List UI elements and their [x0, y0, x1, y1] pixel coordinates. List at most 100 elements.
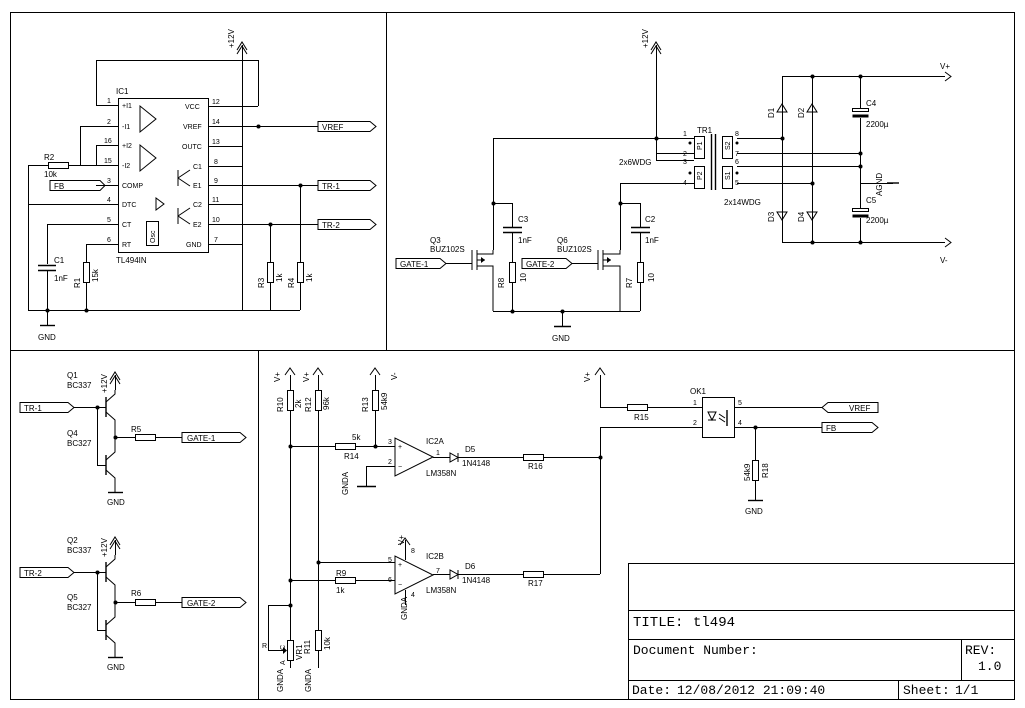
q3-mosfet [471, 250, 494, 311]
r8-name: R8 [497, 277, 506, 288]
vr1-pin: C [280, 645, 287, 650]
c4-value: 2200µ [866, 120, 889, 129]
sheet-label: Sheet: [903, 683, 950, 698]
vminus-arrow-icon [369, 367, 381, 376]
vref-net-label [317, 121, 377, 132]
d2-diode [806, 103, 818, 113]
r13-supply-label: V- [390, 372, 399, 380]
tr1-primary-1 [694, 136, 705, 159]
q2-value: BC337 [67, 546, 92, 555]
fb-output-label [821, 422, 879, 433]
gate1-output-text: GATE-1 [187, 434, 216, 443]
q4-name: Q4 [67, 429, 78, 438]
r8-value: 10 [519, 273, 528, 282]
r1-resistor [83, 262, 90, 283]
ic1-osc-label: Osc [150, 230, 157, 243]
r11-value: 10k [323, 636, 332, 650]
r18-value: 54k9 [743, 463, 752, 481]
q2-leads [105, 555, 116, 602]
c4-capacitor [852, 108, 869, 112]
rev-value: 1.0 [978, 659, 1001, 674]
date-value: 12/08/2012 21:09:40 [677, 683, 825, 698]
vr1-potentiometer [287, 640, 294, 661]
gnd-label: GND [552, 334, 570, 343]
tr1-p1: P1 [697, 141, 704, 150]
r7-name: R7 [625, 277, 634, 288]
c3-value: 1nF [518, 236, 532, 245]
ic1-right-pins: 12 14 13 8 9 11 10 7 VCC VREF OUTC C1 E1… [182, 99, 318, 249]
ic1-error-amp-1 [139, 104, 157, 134]
ic1-pin-num: 1 [107, 98, 111, 105]
ic1-pin-num: 3 [107, 178, 111, 185]
ic1-pin-num: 10 [212, 217, 220, 224]
vplus-label: V+ [940, 62, 950, 71]
title-value: tl494 [693, 615, 735, 631]
tr1-primary-2 [694, 166, 705, 189]
gate2-output-text: GATE-2 [187, 599, 216, 608]
r9-name: R9 [336, 569, 347, 578]
c3-name: C3 [518, 215, 529, 224]
d6-name: D6 [465, 562, 476, 571]
r6-resistor [135, 599, 156, 606]
gnda-label: GNDA [304, 668, 313, 692]
ic2a-name: IC2A [426, 437, 444, 446]
tr1-s1: S1 [725, 171, 732, 180]
r12-supply-label: V+ [302, 372, 311, 382]
q3-name: Q3 [430, 236, 441, 245]
ic1-pin-num: 5 [107, 217, 111, 224]
r11-resistor [315, 630, 322, 651]
r4-value: 1k [305, 273, 314, 282]
tr2-net-label [317, 219, 377, 230]
ic1-dtc-comparator [155, 197, 165, 211]
ok1-supply-label: V+ [583, 372, 592, 382]
d6-diode [449, 569, 460, 580]
ic1-pin-num: 2 [107, 119, 111, 126]
ic1-error-amp-2 [139, 143, 157, 173]
c2-name: C2 [645, 215, 656, 224]
gate2-label: GATE-2 [526, 260, 555, 269]
r5-resistor [135, 434, 156, 441]
r10-resistor [287, 390, 294, 411]
d2-name: D2 [797, 107, 806, 118]
ic1-left-pins: 1 2 16 15 3 4 5 6 +I1 -I1 +I2 -I2 COMP D… [28, 98, 143, 249]
output-section: +12V TR1 2x6WDG 2x14WDG P1 P2 S2 S1 1 2 … [395, 28, 952, 343]
c2-value: 1nF [645, 236, 659, 245]
ok1-name: OK1 [690, 387, 707, 396]
ic1-pin-name: OUTC [182, 144, 202, 151]
c1-name: C1 [54, 256, 65, 265]
gate2-net-label [521, 258, 573, 269]
r11-name: R11 [303, 639, 312, 654]
tr1-secondary-1 [722, 136, 733, 159]
vminus-arrow-icon [944, 237, 952, 248]
r2-value: 10k [44, 170, 58, 179]
tr1-pin-num: 8 [735, 131, 739, 138]
vref-label: VREF [322, 123, 343, 132]
tr1-input-label [19, 402, 75, 413]
ic2a-minus: − [398, 464, 402, 471]
ic1-oscillator [146, 221, 159, 246]
r2-resistor [48, 162, 69, 169]
ic2a-pin: 2 [388, 459, 392, 466]
r14-value: 5k [352, 433, 361, 442]
tr1-pin-num: 2 [683, 151, 687, 158]
tr1-net-label [317, 180, 377, 191]
vr1-pin: A [280, 660, 287, 665]
ic2a-pin: 1 [436, 450, 440, 457]
feedback-section: V+ V+ V- V+ R10 2k R12 96k R13 54k9 5k R… [262, 367, 879, 692]
ok1-pin: 2 [693, 420, 697, 427]
r10-value: 2k [294, 399, 303, 408]
ic2a-opamp [394, 437, 435, 477]
tr1-input-text: TR-1 [24, 404, 42, 413]
c5-value: 2200µ [866, 216, 889, 225]
c5-name: C5 [866, 196, 877, 205]
tr1-name: TR1 [697, 126, 713, 135]
ic2b-minus: − [398, 582, 402, 589]
gnda-label: GNDA [341, 471, 350, 495]
d4-name: D4 [797, 211, 806, 222]
r3-name: R3 [257, 277, 266, 288]
power-arrow-icon [236, 41, 248, 55]
r12-value: 96k [322, 396, 331, 410]
q5-leads [105, 602, 116, 657]
ok1-pin: 5 [738, 400, 742, 407]
